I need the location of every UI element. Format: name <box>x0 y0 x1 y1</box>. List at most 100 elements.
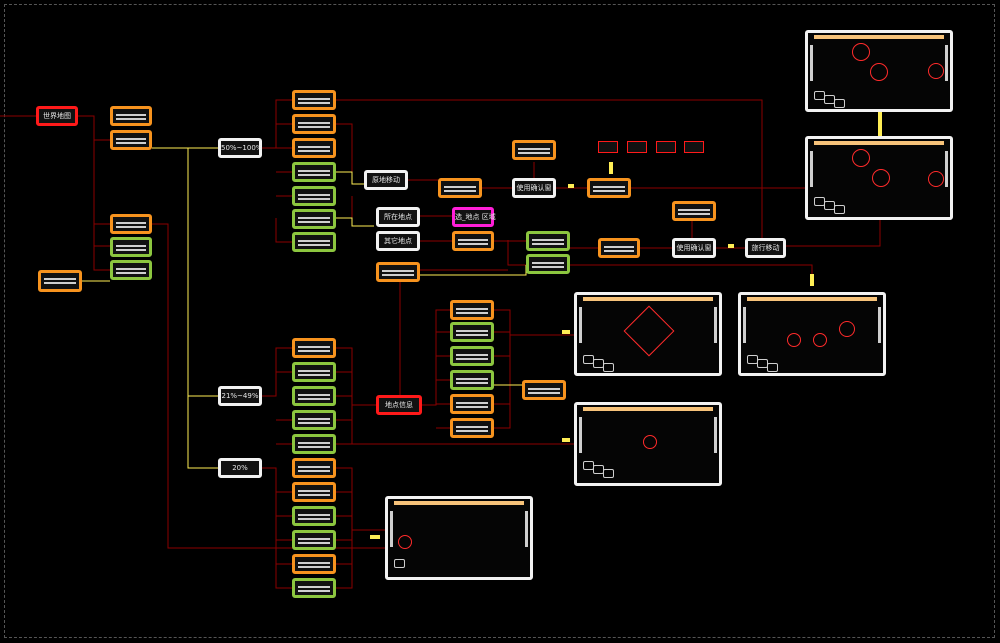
current-point-node[interactable]: 所在地点 <box>376 207 420 227</box>
screen-top-bar <box>814 35 944 39</box>
map-marker <box>928 63 944 79</box>
green-node[interactable] <box>292 530 336 550</box>
canvas-border <box>4 4 995 638</box>
orange-node[interactable] <box>292 90 336 110</box>
green-node[interactable] <box>292 362 336 382</box>
green-node[interactable] <box>292 410 336 430</box>
hex-slot <box>394 559 405 568</box>
radar-chart-shape <box>623 305 675 357</box>
root-world-map-node[interactable]: 世界地图 <box>36 106 78 126</box>
select-point-node[interactable]: 选_地点 区域 <box>452 207 496 227</box>
screen-side-bar <box>579 307 582 343</box>
tier-low-node[interactable]: 20% <box>218 458 262 478</box>
small-dialog-box <box>598 141 618 153</box>
map-marker <box>928 171 944 187</box>
current-point-label: 所在地点 <box>384 213 412 221</box>
orange-node[interactable] <box>38 270 82 292</box>
green-node[interactable] <box>450 346 494 366</box>
green-node[interactable] <box>292 186 336 206</box>
orange-node[interactable] <box>450 300 494 320</box>
small-dialog-box <box>656 141 676 153</box>
orange-node[interactable] <box>110 106 152 126</box>
screen-top-bar <box>814 141 944 145</box>
green-node[interactable] <box>292 386 336 406</box>
confirm-use-label-2: 使用确认窗 <box>676 244 712 252</box>
orange-node[interactable] <box>522 380 566 400</box>
orange-node[interactable] <box>292 114 336 134</box>
screen-side-bar <box>743 307 746 343</box>
move-in-place-label: 原地移动 <box>372 176 400 184</box>
orange-node[interactable] <box>292 458 336 478</box>
small-dialog-box <box>627 141 647 153</box>
screen-top-bar <box>583 297 713 301</box>
travel-move-label: 旅行移动 <box>751 244 780 252</box>
place-info-node[interactable]: 地点信息 <box>376 395 422 415</box>
map-marker <box>643 435 657 449</box>
orange-node[interactable] <box>292 554 336 574</box>
hex-slot <box>834 205 845 214</box>
green-node[interactable] <box>292 209 336 229</box>
screen-side-bar <box>525 511 528 547</box>
orange-node[interactable] <box>110 130 152 150</box>
screen-side-bar <box>878 307 881 343</box>
orange-node[interactable] <box>292 338 336 358</box>
orange-node[interactable] <box>292 138 336 158</box>
green-node[interactable] <box>292 578 336 598</box>
green-node[interactable] <box>292 506 336 526</box>
green-node[interactable] <box>526 254 570 274</box>
orange-node[interactable] <box>672 201 716 221</box>
tier-high-node[interactable]: 50%~100% <box>218 138 262 158</box>
screen-side-bar <box>810 151 813 187</box>
orange-node[interactable] <box>110 214 152 234</box>
screen-side-bar <box>714 307 717 343</box>
other-point-label: 其它地点 <box>384 237 412 245</box>
hex-slot <box>603 363 614 372</box>
screen-top-bar <box>747 297 877 301</box>
travel-move-node[interactable]: 旅行移动 <box>745 238 786 258</box>
screen-side-bar <box>390 511 393 547</box>
green-node[interactable] <box>450 322 494 342</box>
move-in-place-node[interactable]: 原地移动 <box>364 170 408 190</box>
map-marker <box>852 43 870 61</box>
root-label: 世界地图 <box>43 112 71 120</box>
place-info-label: 地点信息 <box>385 401 413 409</box>
select-point-label: 选_地点 区域 <box>455 213 496 221</box>
orange-node[interactable] <box>512 140 556 160</box>
green-node[interactable] <box>292 434 336 454</box>
tier-mid-node[interactable]: 21%~49% <box>218 386 262 406</box>
screen-side-bar <box>810 45 813 81</box>
other-point-node[interactable]: 其它地点 <box>376 231 420 251</box>
green-node[interactable] <box>292 162 336 182</box>
green-node[interactable] <box>292 232 336 252</box>
small-dialog-box <box>684 141 704 153</box>
orange-node[interactable] <box>450 418 494 438</box>
map-screen-mockup <box>738 292 886 376</box>
map-marker <box>872 169 890 187</box>
detail-screen-mockup <box>385 496 533 580</box>
screen-side-bar <box>945 45 948 81</box>
map-screen-mockup <box>805 30 953 112</box>
orange-node[interactable] <box>292 482 336 502</box>
green-node[interactable] <box>110 237 152 257</box>
orange-node[interactable] <box>438 178 482 198</box>
tier-low-label: 20% <box>232 464 248 472</box>
orange-node[interactable] <box>376 262 420 282</box>
green-node[interactable] <box>110 260 152 280</box>
confirm-use-node-2[interactable]: 使用确认窗 <box>672 238 716 258</box>
orange-node[interactable] <box>450 394 494 414</box>
orange-node[interactable] <box>452 231 494 251</box>
confirm-use-node-1[interactable]: 使用确认窗 <box>512 178 556 198</box>
map-marker <box>787 333 801 347</box>
orange-node[interactable] <box>587 178 631 198</box>
map-screen-mockup <box>805 136 953 220</box>
map-marker <box>839 321 855 337</box>
tier-high-label: 50%~100% <box>221 144 263 152</box>
green-node[interactable] <box>450 370 494 390</box>
tier-mid-label: 21%~49% <box>221 392 259 400</box>
green-node[interactable] <box>526 231 570 251</box>
orange-node[interactable] <box>598 238 640 258</box>
screen-side-bar <box>714 417 717 453</box>
hex-slot <box>603 469 614 478</box>
